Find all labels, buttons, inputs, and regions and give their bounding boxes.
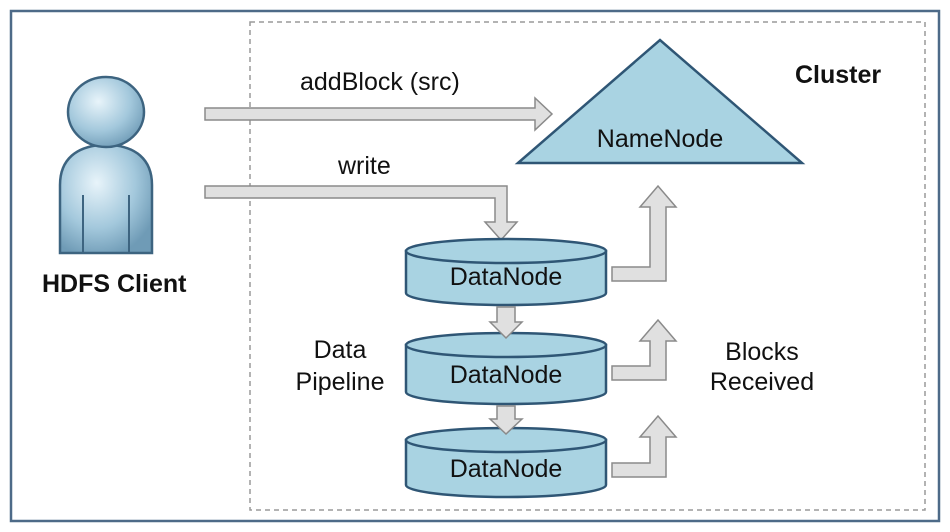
hdfs-client-label: HDFS Client xyxy=(42,270,187,298)
user-icon xyxy=(58,75,154,255)
datanode-label-3: DataNode xyxy=(449,455,563,483)
namenode-label: NameNode xyxy=(596,125,724,153)
datanode-label-1: DataNode xyxy=(449,263,563,291)
datanode-cylinder-3 xyxy=(404,426,608,499)
datanode-cylinder-1 xyxy=(404,237,608,307)
data-pipeline-label-line1: Data xyxy=(313,336,367,364)
blocks-received-arrow-3 xyxy=(611,414,678,478)
write-arrow xyxy=(204,185,519,242)
datanode-label-2: DataNode xyxy=(449,361,563,389)
blocks-received-label-line1: Blocks xyxy=(725,338,799,366)
blocks-received-label-line2: Received xyxy=(709,368,815,396)
cluster-label: Cluster xyxy=(795,61,882,89)
data-pipeline-label-line2: Pipeline xyxy=(295,368,385,396)
add-block-arrow xyxy=(204,96,554,132)
write-label: write xyxy=(338,152,391,180)
blocks-received-arrow-2 xyxy=(611,318,678,381)
namenode-triangle xyxy=(514,38,806,165)
blocks-received-arrow-1 xyxy=(611,184,678,282)
cluster-boundary xyxy=(249,21,926,511)
add-block-label: addBlock (src) xyxy=(300,68,460,96)
pipeline-arrow-2 xyxy=(488,405,524,436)
datanode-cylinder-2 xyxy=(404,331,608,406)
pipeline-arrow-1 xyxy=(488,306,524,340)
